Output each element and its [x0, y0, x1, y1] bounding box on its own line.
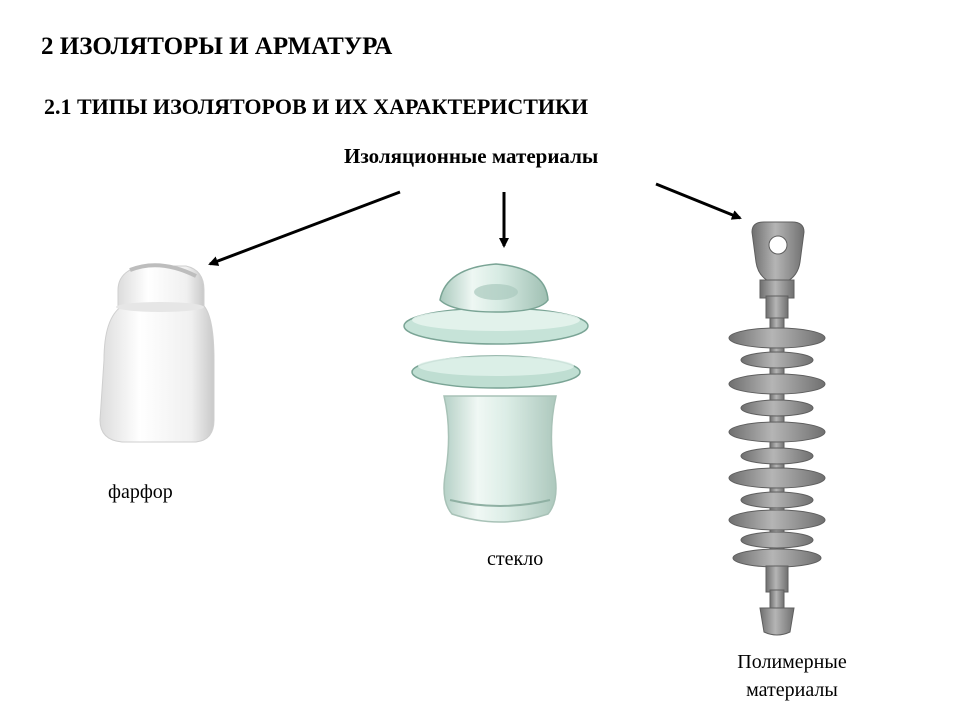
caption-polymer-line2: материалы	[746, 679, 838, 701]
caption-glass: стекло	[487, 548, 544, 570]
porcelain-insulator	[99, 263, 215, 443]
glass-insulator	[403, 263, 589, 523]
caption-polymer: Полимерные материалы	[712, 648, 872, 704]
materials-heading: Изоляционные материалы	[344, 144, 599, 168]
caption-polymer-line1: Полимерные	[737, 651, 847, 673]
arrow-to-polymer	[655, 182, 742, 220]
caption-porcelain: фарфор	[108, 481, 173, 503]
polymer-insulator	[728, 221, 826, 636]
slide-subtitle: 2.1 ТИПЫ ИЗОЛЯТОРОВ И ИХ ХАРАКТЕРИСТИКИ	[44, 94, 589, 119]
slide-title: 2 ИЗОЛЯТОРЫ И АРМАТУРА	[41, 33, 393, 60]
arrow-to-porcelain	[208, 190, 401, 266]
